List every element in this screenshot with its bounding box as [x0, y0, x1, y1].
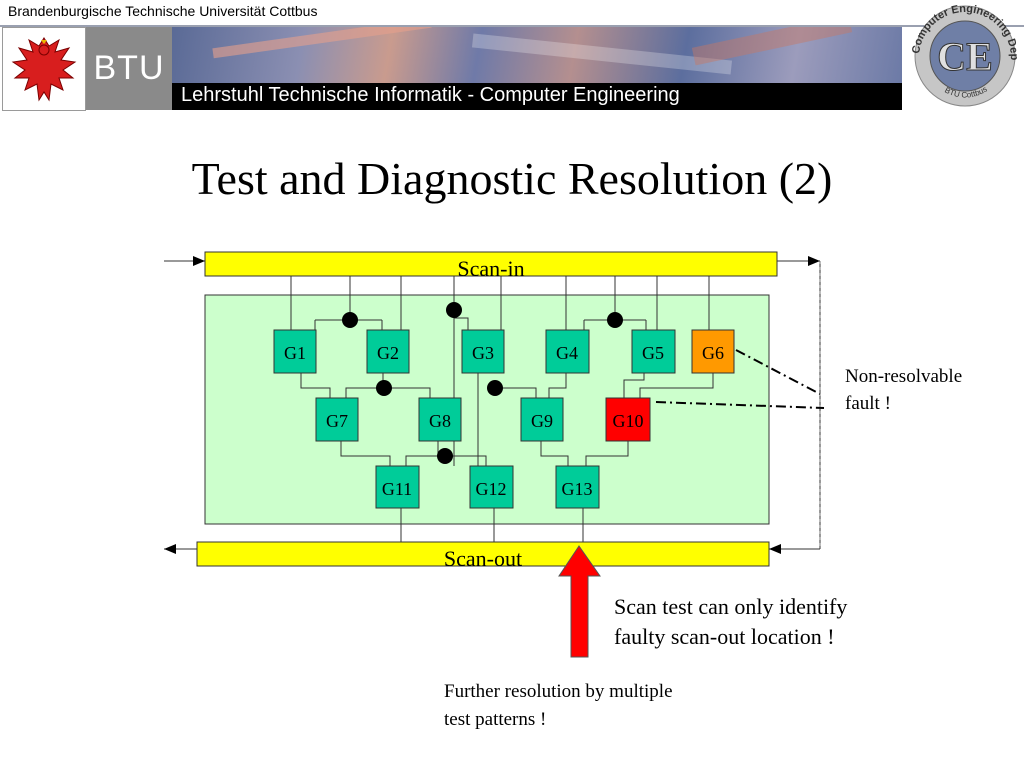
pointer-g6: [735, 349, 821, 395]
gates: G1 G2 G3 G4 G5 G6 G7 G8: [273, 329, 735, 509]
scan-in-bar: [204, 251, 778, 277]
scan-out-location-arrow: [558, 545, 601, 658]
svg-text:G7: G7: [326, 411, 348, 431]
junction-dot: [376, 380, 392, 396]
gate-g9: G9: [520, 397, 564, 442]
svg-text:G9: G9: [531, 411, 553, 431]
gate-g8: G8: [418, 397, 462, 442]
scan-in-label: Scan-in: [457, 256, 524, 281]
gate-g4: G4: [545, 329, 590, 374]
eagle-icon: [11, 37, 77, 102]
chip-banner-image: [172, 27, 902, 83]
junction-dot: [342, 312, 358, 328]
svg-text:G12: G12: [476, 479, 507, 499]
non-resolvable-line-1: Non-resolvable: [845, 366, 963, 387]
gate-g11: G11: [375, 465, 420, 509]
scan-out-bar: [196, 541, 770, 567]
svg-text:G4: G4: [556, 343, 578, 363]
gate-g2: G2: [366, 329, 410, 374]
header-divider: [0, 25, 1024, 27]
university-name: Brandenburgische Technische Universität …: [8, 3, 318, 19]
gate-g7: G7: [315, 397, 359, 442]
junction-dot: [437, 448, 453, 464]
btu-logo: BTU: [86, 27, 172, 110]
junction-dot: [446, 302, 462, 318]
pointer-g10: [655, 401, 825, 409]
non-resolvable-label: Non-resolvable fault !: [845, 363, 962, 417]
further-line-2: test patterns !: [444, 709, 547, 730]
chair-title: Lehrstuhl Technische Informatik - Comput…: [181, 84, 680, 106]
gate-g3: G3: [461, 329, 505, 374]
svg-text:G6: G6: [702, 343, 724, 363]
junction-dot: [607, 312, 623, 328]
svg-text:G2: G2: [377, 343, 399, 363]
gate-g10: G10: [605, 397, 651, 442]
scan-in-right-arrow: [808, 256, 820, 266]
svg-text:G8: G8: [429, 411, 451, 431]
further-line-1: Further resolution by multiple: [444, 681, 673, 702]
gate-g5: G5: [631, 329, 676, 374]
gate-g12: G12: [469, 465, 514, 509]
svg-text:G1: G1: [284, 343, 306, 363]
scan-out-label: Scan-out: [444, 546, 522, 571]
svg-text:G5: G5: [642, 343, 664, 363]
scan-in-arrow: [193, 256, 205, 266]
gate-g13: G13: [555, 465, 600, 509]
scan-test-line-2: faulty scan-out location !: [614, 624, 835, 649]
gate-g6: G6: [691, 329, 735, 374]
svg-text:G11: G11: [382, 479, 412, 499]
scan-test-line-1: Scan test can only identify: [614, 594, 848, 619]
gate-g1: G1: [273, 329, 317, 374]
slide-title: Test and Diagnostic Resolution (2): [191, 153, 833, 204]
junction-dot: [487, 380, 503, 396]
logo-ce-letters: CE: [937, 34, 993, 79]
chair-banner: Lehrstuhl Technische Informatik - Comput…: [172, 83, 902, 110]
svg-text:G3: G3: [472, 343, 494, 363]
non-resolvable-line-2: fault !: [845, 393, 891, 414]
scan-out-return-arrow: [769, 544, 781, 554]
svg-text:G10: G10: [613, 411, 644, 431]
further-resolution-note: Further resolution by multiple test patt…: [444, 678, 673, 734]
scan-out-arrow: [164, 544, 176, 554]
brandenburg-eagle-logo: [2, 27, 86, 111]
scan-test-note: Scan test can only identify faulty scan-…: [614, 592, 847, 652]
ce-department-logo: Computer Engineering Dept. BTU Cottbus C…: [905, 0, 1020, 107]
svg-text:G13: G13: [562, 479, 593, 499]
